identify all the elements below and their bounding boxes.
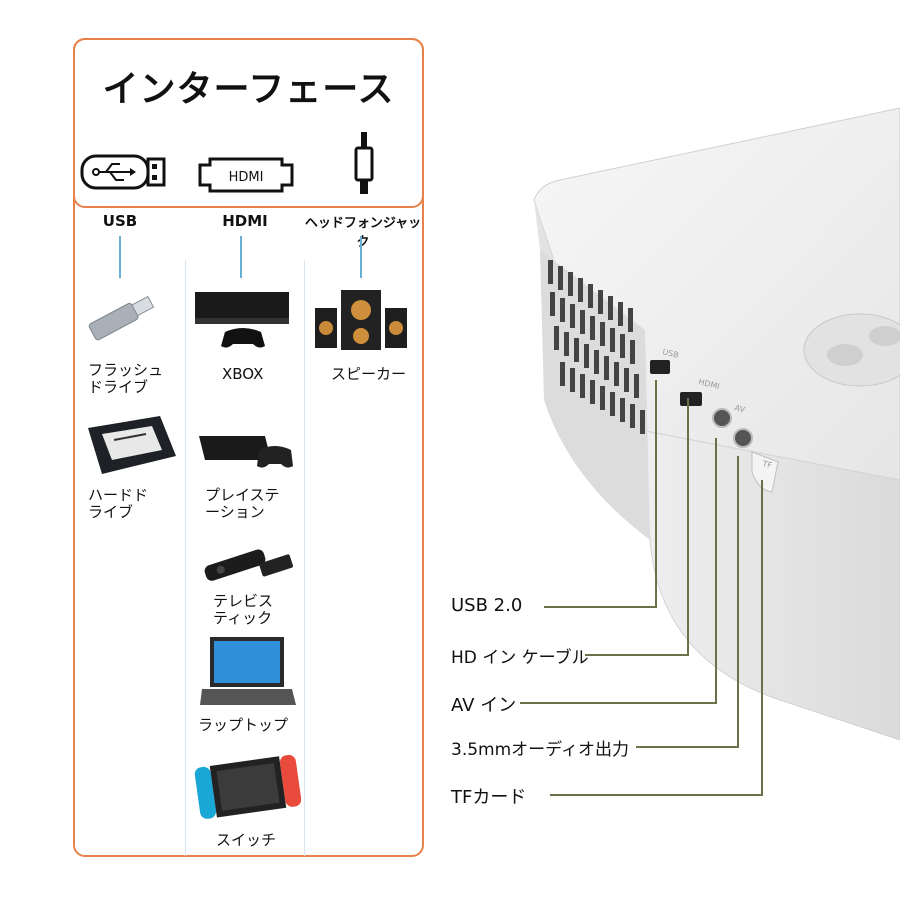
hard-drive-icon: [88, 416, 176, 474]
playstation-icon: [199, 436, 293, 468]
device-label-playstation: プレイステ ーション: [205, 486, 280, 521]
hdmi-connector-line: [240, 236, 242, 278]
device-label-tv-stick: テレビス ティック: [213, 592, 274, 627]
device-label-xbox: XBOX: [222, 365, 264, 383]
speaker-icon: [315, 290, 407, 350]
flash-drive-icon: [88, 295, 155, 341]
usb-connector-line: [119, 236, 121, 278]
port-label-hdmi: HDMI: [222, 212, 268, 230]
headphone-connector-line: [360, 236, 362, 278]
port-label-usb: USB: [102, 212, 138, 230]
device-label-flash-drive: フラッシュ ドライブ: [88, 361, 164, 396]
column-divider: [185, 260, 186, 856]
column-divider: [304, 260, 305, 856]
projector-image: USB HDMI AV TF: [533, 107, 900, 740]
device-label-hard-drive: ハードド ライブ: [88, 486, 149, 521]
spec-hd-in: HD イン ケーブル: [451, 648, 589, 668]
port-tag-tf: TF: [761, 459, 774, 470]
spec-av-in: AV イン: [451, 695, 517, 716]
xbox-console-icon: [195, 292, 289, 348]
laptop-icon: [200, 637, 296, 705]
tv-stick-icon: [204, 549, 293, 581]
device-label-speaker: スピーカー: [331, 365, 407, 383]
spec-usb: USB 2.0: [451, 595, 523, 616]
headphone-jack-icon: [354, 132, 374, 194]
panel-title: インターフェース: [102, 69, 395, 110]
switch-console-icon: [194, 754, 301, 819]
hdmi-icon-text: HDMI: [229, 170, 264, 185]
hdmi-port-icon: HDMI: [198, 157, 294, 193]
usb-port-icon: [80, 154, 166, 190]
device-label-laptop: ラップトップ: [198, 716, 289, 734]
device-label-switch: スイッチ: [216, 831, 277, 849]
spec-audio-out: 3.5mmオーディオ出力: [451, 740, 629, 760]
spec-tf-card: TFカード: [451, 787, 527, 808]
port-tag-av: AV: [734, 403, 747, 414]
port-label-headphone: ヘッドフォンジャック: [304, 216, 422, 250]
port-tag-usb: USB: [662, 347, 680, 360]
interface-header-box: [73, 38, 424, 208]
